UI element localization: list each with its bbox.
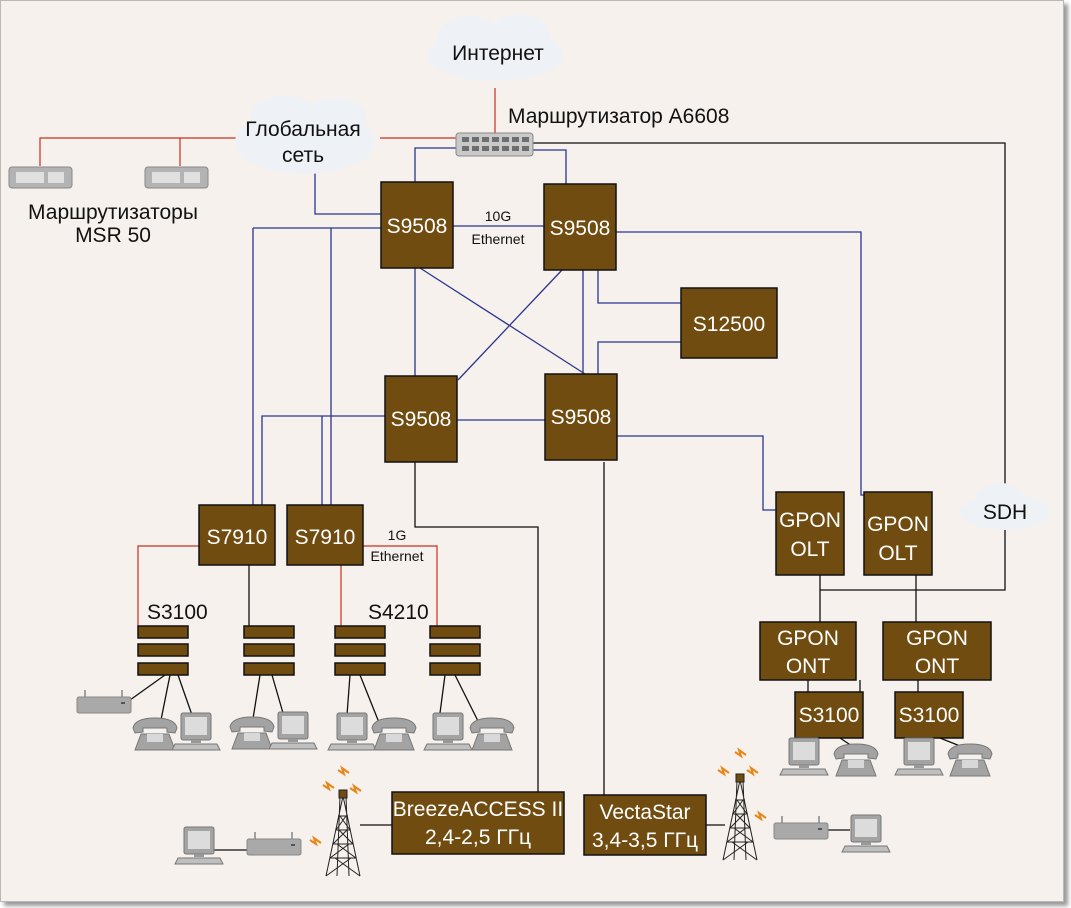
switch-label: S9508 bbox=[391, 408, 452, 431]
switch-s12500[interactable]: S12500 bbox=[680, 287, 778, 359]
switch-s9508-top-right[interactable]: S9508 bbox=[543, 183, 617, 271]
computer-icon bbox=[171, 712, 221, 751]
black-links bbox=[129, 142, 1006, 851]
signal-icon bbox=[322, 782, 335, 790]
cloud-sdh: SDH bbox=[960, 483, 1050, 530]
ont-label-1: GPON bbox=[906, 627, 968, 650]
olt-label-2: OLT bbox=[878, 542, 917, 565]
switch-s7910-1[interactable]: S7910 bbox=[198, 504, 276, 566]
phone-icon bbox=[132, 717, 178, 751]
olt-label-2: OLT bbox=[790, 538, 829, 561]
msr-label-2: MSR 50 bbox=[75, 224, 151, 247]
router-a6608[interactable] bbox=[455, 132, 534, 157]
phone-icon bbox=[469, 717, 515, 751]
olt-label-1: GPON bbox=[779, 509, 841, 532]
msr-label-1: Маршрутизаторы bbox=[28, 201, 198, 224]
ont-label-2: ONT bbox=[915, 655, 960, 678]
computer-icon bbox=[327, 712, 377, 751]
signal-icon bbox=[746, 767, 759, 775]
global-network-label-2: сеть bbox=[282, 144, 324, 167]
phone-icon bbox=[833, 743, 879, 777]
cloud-global-network: Глобальная сеть bbox=[235, 96, 375, 174]
signal-icon bbox=[717, 767, 730, 775]
radio-tower-icon bbox=[325, 789, 361, 877]
switch-s9508-bottom-left[interactable]: S9508 bbox=[384, 375, 458, 463]
blue-links bbox=[252, 147, 864, 511]
gpon-ont-1[interactable]: GPON ONT bbox=[759, 621, 857, 681]
computer-icon bbox=[841, 814, 891, 853]
cloud-internet: Интернет bbox=[427, 14, 563, 81]
computer-icon bbox=[779, 737, 829, 776]
modem-icon bbox=[773, 815, 829, 840]
computer-icon bbox=[894, 737, 944, 776]
breezeaccess-base-station[interactable]: BreezeACCESS II 2,4-2,5 ГГц bbox=[391, 791, 565, 855]
ont-label-2: ONT bbox=[786, 655, 831, 678]
gpon-olt-1[interactable]: GPON OLT bbox=[775, 491, 845, 576]
vecta-label-2: 3,4-3,5 ГГц bbox=[592, 829, 698, 852]
gpon-olt-2[interactable]: GPON OLT bbox=[863, 491, 933, 576]
breeze-label-1: BreezeACCESS II bbox=[393, 798, 563, 821]
link-10g-label-1: 10G bbox=[485, 208, 511, 224]
switch-label: S9508 bbox=[387, 215, 448, 238]
s3100-label: S3100 bbox=[147, 601, 208, 624]
red-links bbox=[39, 88, 496, 626]
signal-icon bbox=[754, 812, 767, 820]
vecta-label-1: VectaStar bbox=[599, 801, 690, 824]
computer-icon bbox=[174, 826, 224, 865]
switch-label: S3100 bbox=[799, 704, 860, 727]
olt-label-1: GPON bbox=[867, 513, 929, 536]
switch-stack-2[interactable] bbox=[243, 625, 295, 676]
switch-label: S12500 bbox=[693, 313, 765, 336]
switch-s9508-bottom-right[interactable]: S9508 bbox=[544, 373, 618, 461]
switch-s9508-top-left[interactable]: S9508 bbox=[380, 181, 454, 269]
vectastar-base-station[interactable]: VectaStar 3,4-3,5 ГГц bbox=[583, 794, 707, 856]
link-10g-label-2: Ethernet bbox=[472, 231, 525, 247]
global-network-label-1: Глобальная bbox=[245, 118, 360, 141]
link-1g-label-2: Ethernet bbox=[371, 548, 424, 564]
phone-icon bbox=[947, 743, 993, 777]
signal-icon bbox=[734, 749, 747, 757]
switch-label: S7910 bbox=[295, 526, 356, 549]
switch-stack-s3100[interactable] bbox=[137, 625, 189, 676]
switch-s7910-2[interactable]: S7910 bbox=[286, 504, 364, 566]
switch-label: S9508 bbox=[550, 217, 611, 240]
s4210-label: S4210 bbox=[368, 601, 429, 624]
modem-icon bbox=[246, 831, 302, 856]
switch-s3100-gpon-2[interactable]: S3100 bbox=[894, 691, 964, 739]
phone-icon bbox=[371, 717, 417, 751]
signal-icon bbox=[337, 767, 350, 775]
phone-icon bbox=[229, 716, 275, 750]
switch-label: S9508 bbox=[551, 406, 612, 429]
signal-icon bbox=[309, 837, 322, 845]
switch-stack-s4210[interactable] bbox=[334, 625, 386, 676]
switch-label: S7910 bbox=[207, 526, 268, 549]
breeze-label-2: 2,4-2,5 ГГц bbox=[425, 826, 531, 849]
computer-icon bbox=[268, 711, 318, 750]
switch-label: S3100 bbox=[899, 704, 960, 727]
router-msr50-1[interactable] bbox=[8, 166, 73, 189]
switch-stack-4[interactable] bbox=[429, 625, 481, 676]
gpon-ont-2[interactable]: GPON ONT bbox=[882, 621, 992, 681]
radio-tower-icon bbox=[722, 773, 758, 861]
router-msr50-2[interactable] bbox=[144, 166, 209, 189]
link-1g-label-1: 1G bbox=[388, 527, 407, 543]
router-a6608-label: Маршрутизатор A6608 bbox=[508, 105, 729, 128]
ont-label-1: GPON bbox=[777, 627, 839, 650]
modem-icon bbox=[76, 689, 132, 714]
computer-icon bbox=[423, 712, 473, 751]
internet-label: Интернет bbox=[452, 42, 544, 65]
signal-icon bbox=[349, 785, 362, 793]
switch-s3100-gpon-1[interactable]: S3100 bbox=[794, 691, 864, 739]
sdh-label: SDH bbox=[983, 501, 1027, 524]
